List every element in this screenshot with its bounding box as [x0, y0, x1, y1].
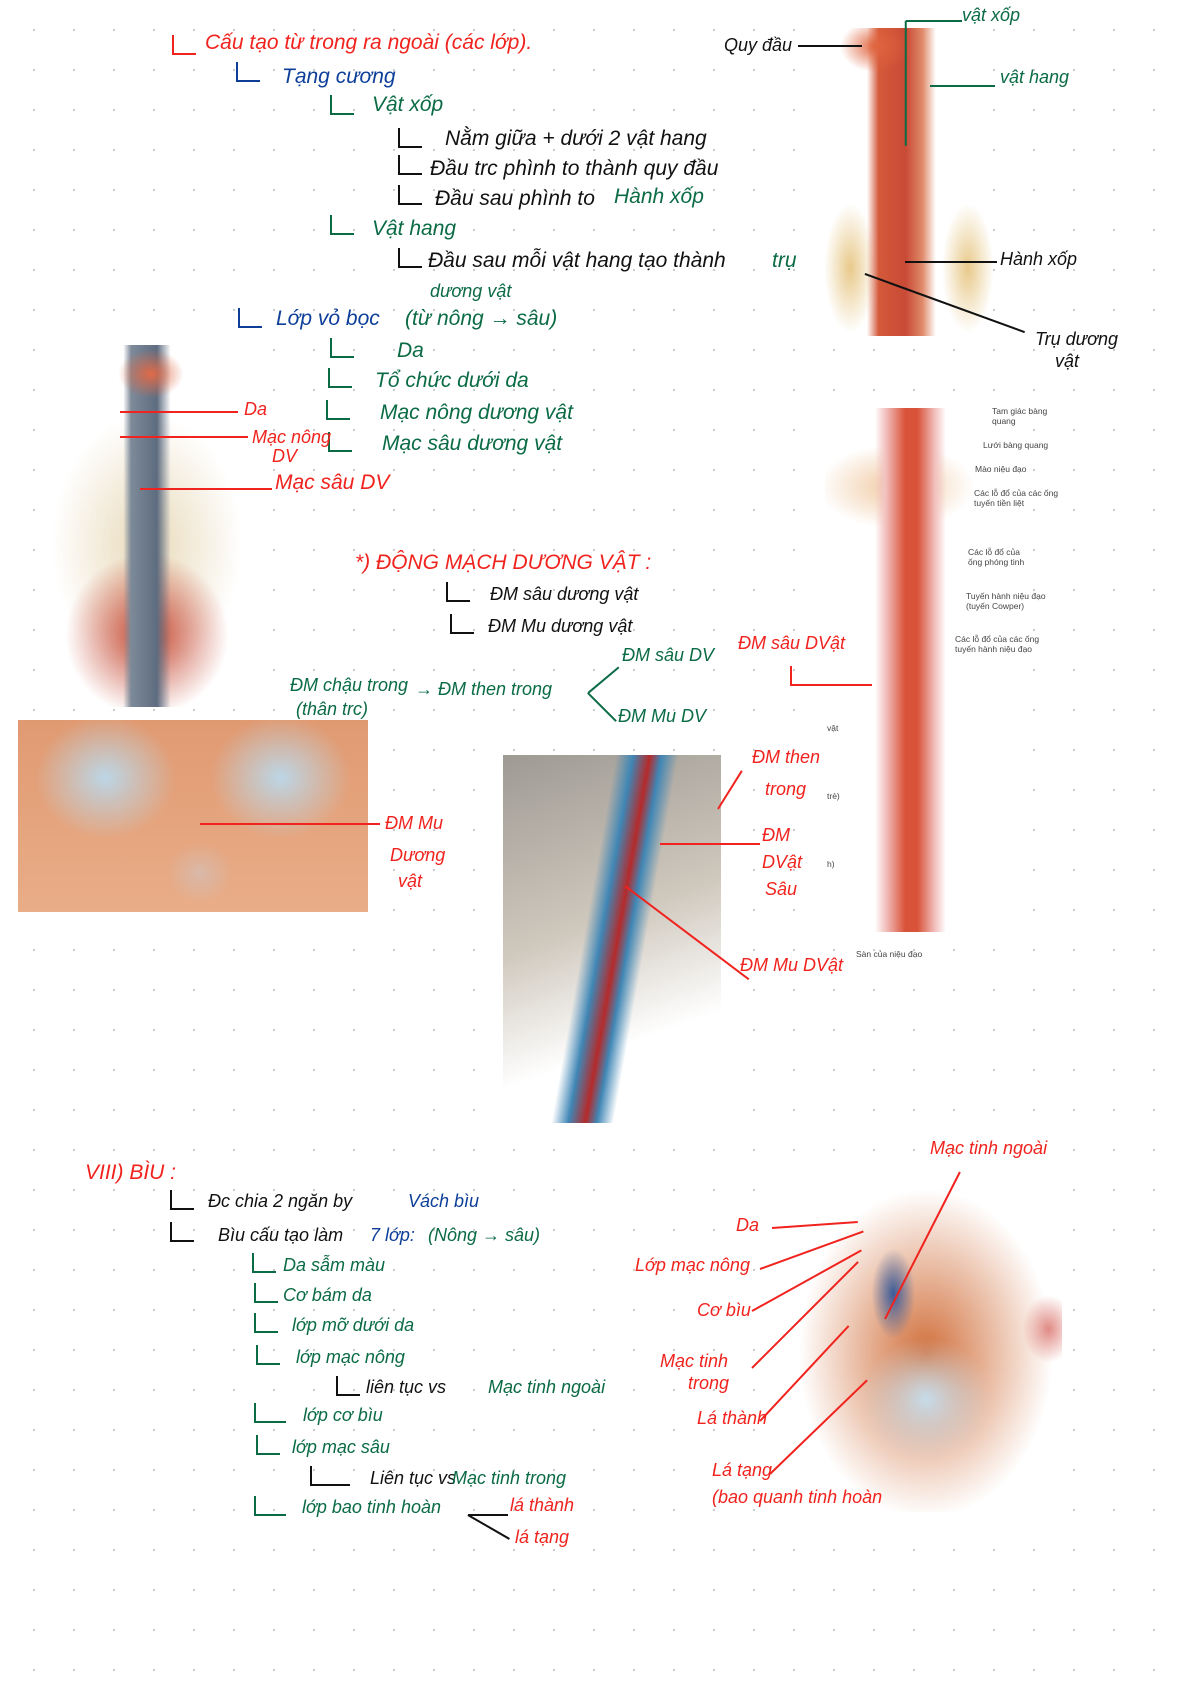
dorsal-artery-fig-label-2: ĐM Mu DVật — [740, 955, 844, 975]
spongy-item: Nằm giữa + dưới 2 vật hang — [445, 127, 707, 150]
layer-direction: (Nông → sâu) — [428, 1225, 541, 1245]
erectile-tissue-label: Tạng cương — [282, 65, 396, 88]
spongy-item: Đầu trc phình to thành quy đầu — [430, 157, 719, 180]
deep-artery-fig-label-2: DVật — [762, 852, 803, 872]
crus-fig-label: Trụ dương — [1035, 329, 1118, 349]
artery-origin: ĐM chậu trong — [290, 675, 409, 695]
urethra-netter-figure — [825, 408, 1003, 932]
netter-fragment: vật — [827, 723, 839, 733]
skin-fig-label: Da — [244, 399, 268, 419]
dorsal-artery-fig-label: vật — [398, 871, 423, 891]
cavernous-item: Đầu sau mỗi vật hang tạo thành — [428, 249, 726, 272]
netter-label: Các lỗ đổ của ống phóng tinh — [968, 547, 1025, 567]
deep-artery-fig-label-2: ĐM — [762, 825, 790, 845]
parietal-layer: lá thành — [510, 1495, 575, 1515]
artery-item: ĐM Mu dương vật — [488, 616, 633, 636]
covering-layer: Tổ chức dưới da — [375, 369, 529, 392]
bulb-label: Hành xốp — [614, 185, 704, 208]
layer-count: 7 lớp: — [370, 1225, 415, 1245]
netter-fragment: trè) — [827, 791, 840, 801]
netter-label: Các lỗ đổ của các ống tuyến hành niệu đạ… — [955, 634, 1040, 654]
netter-fragment: h) — [827, 859, 835, 869]
scrotum-divided: Đc chia 2 ngăn by — [208, 1191, 353, 1211]
pudendal-fig-label: trong — [765, 779, 807, 799]
continuous-with: Liên tục vs — [370, 1468, 457, 1488]
penis-layers-figure — [48, 345, 246, 707]
covering-layer: Da — [397, 339, 424, 362]
covering-layer: Mạc sâu dương vật — [382, 432, 563, 455]
crus-label: trụ — [772, 249, 797, 272]
coverings-direction: (từ nông → sâu) — [405, 307, 558, 330]
scrotum-fig-label: Da — [736, 1215, 760, 1235]
penis-anatomy-figure-top — [825, 28, 993, 336]
dorsal-branch-label: ĐM Mu DV — [618, 706, 707, 726]
scrotum-fig-label: Lớp mạc nông — [635, 1255, 750, 1275]
pudendal-fig-label: ĐM then — [752, 747, 821, 767]
crus-label-cont: dương vật — [430, 281, 512, 301]
scrotum-fig-label: Mạc tinh ngoài — [930, 1138, 1048, 1158]
scrotum-layer: lớp cơ bìu — [303, 1405, 383, 1425]
arteries-3d-figure — [503, 755, 721, 1123]
artery-origin-2: (thân trc) — [296, 699, 369, 719]
scrotum-fig-label: Lá thành — [697, 1408, 768, 1428]
spongy-fig-label: vật xốp — [962, 5, 1021, 25]
deep-artery-fig-label-2: Sâu — [765, 879, 798, 899]
scrotum-fig-label: trong — [688, 1373, 730, 1393]
deep-fascia-fig-label: Mạc sâu DV — [275, 471, 390, 494]
scrotum-layer: lớp bao tinh hoàn — [302, 1497, 441, 1517]
internal-spermatic-fascia: Mạc tinh trong — [452, 1468, 567, 1488]
spongy-item: Đầu sau phình to — [435, 187, 595, 210]
visceral-layer: lá tạng — [515, 1527, 570, 1547]
section-heading-arteries: *) ĐỘNG MẠCH DƯƠNG VẬT : — [355, 551, 652, 574]
coverings-label: Lớp vỏ bọc — [276, 307, 380, 330]
cavernous-body-label: Vật hang — [372, 217, 457, 240]
external-spermatic-fascia: Mạc tinh ngoài — [488, 1377, 606, 1397]
section-heading-structure: Cấu tạo từ trong ra ngoài (các lớp). — [205, 31, 533, 54]
bulb-fig-label: Hành xốp — [1000, 249, 1078, 269]
scrotum-layer: Da sẫm màu — [283, 1255, 386, 1275]
scrotum-layer: lớp mạc nông — [296, 1347, 405, 1367]
deep-artery-fig-label: ĐM sâu DVật — [738, 633, 846, 653]
scrotum-fig-label: (bao quanh tinh hoàn — [712, 1487, 883, 1507]
crus-fig-label-2: vật — [1055, 351, 1080, 371]
internal-pudendal-label: → ĐM then trong — [415, 679, 553, 699]
deep-branch-label: ĐM sâu DV — [622, 645, 715, 665]
netter-label: Tam giác bàng quang — [992, 406, 1048, 426]
spongy-body-label: Vật xốp — [372, 93, 444, 116]
dorsal-artery-fig-label: Dương — [390, 845, 446, 865]
scrotum-vessels-figure — [18, 720, 368, 912]
covering-layer: Mạc nông dương vật — [380, 401, 573, 424]
netter-label: Sàn của niệu đạo — [856, 949, 923, 959]
netter-label: Tuyến hành niệu đạo (tuyến Cowper) — [966, 591, 1046, 611]
section-heading-scrotum: VIII) BÌU : — [85, 1161, 177, 1184]
scrotum-fig-label: Lá tạng — [712, 1460, 773, 1480]
scrotum-made-of: Bìu cấu tạo làm — [218, 1225, 344, 1245]
scrotum-fig-label: Mạc tinh — [660, 1351, 729, 1371]
scrotum-fig-label: Cơ bìu — [697, 1300, 751, 1320]
scrotum-layers-figure — [790, 1160, 1062, 1512]
netter-label: Các lỗ đổ của các ống tuyến tiền liệt — [974, 488, 1059, 508]
netter-label: Lưới bàng quang — [983, 440, 1049, 450]
scrotum-layer: lớp mạc sâu — [292, 1437, 390, 1457]
septum-label: Vách bìu — [408, 1191, 480, 1211]
glans-label: Quy đầu — [724, 35, 793, 55]
superficial-fascia-fig-label: Mạc nông — [252, 427, 332, 447]
superficial-fascia-fig-label-2: DV — [272, 446, 298, 466]
continuous-with: liên tục vs — [366, 1377, 447, 1397]
scrotum-layer: Cơ bám da — [283, 1285, 372, 1305]
scrotum-layer: lớp mỡ dưới da — [292, 1315, 415, 1335]
dorsal-artery-fig-label: ĐM Mu — [385, 813, 443, 833]
netter-label: Mào niệu đạo — [975, 464, 1027, 474]
artery-item: ĐM sâu dương vật — [490, 584, 639, 604]
cavernous-fig-label: vật hang — [1000, 67, 1070, 87]
